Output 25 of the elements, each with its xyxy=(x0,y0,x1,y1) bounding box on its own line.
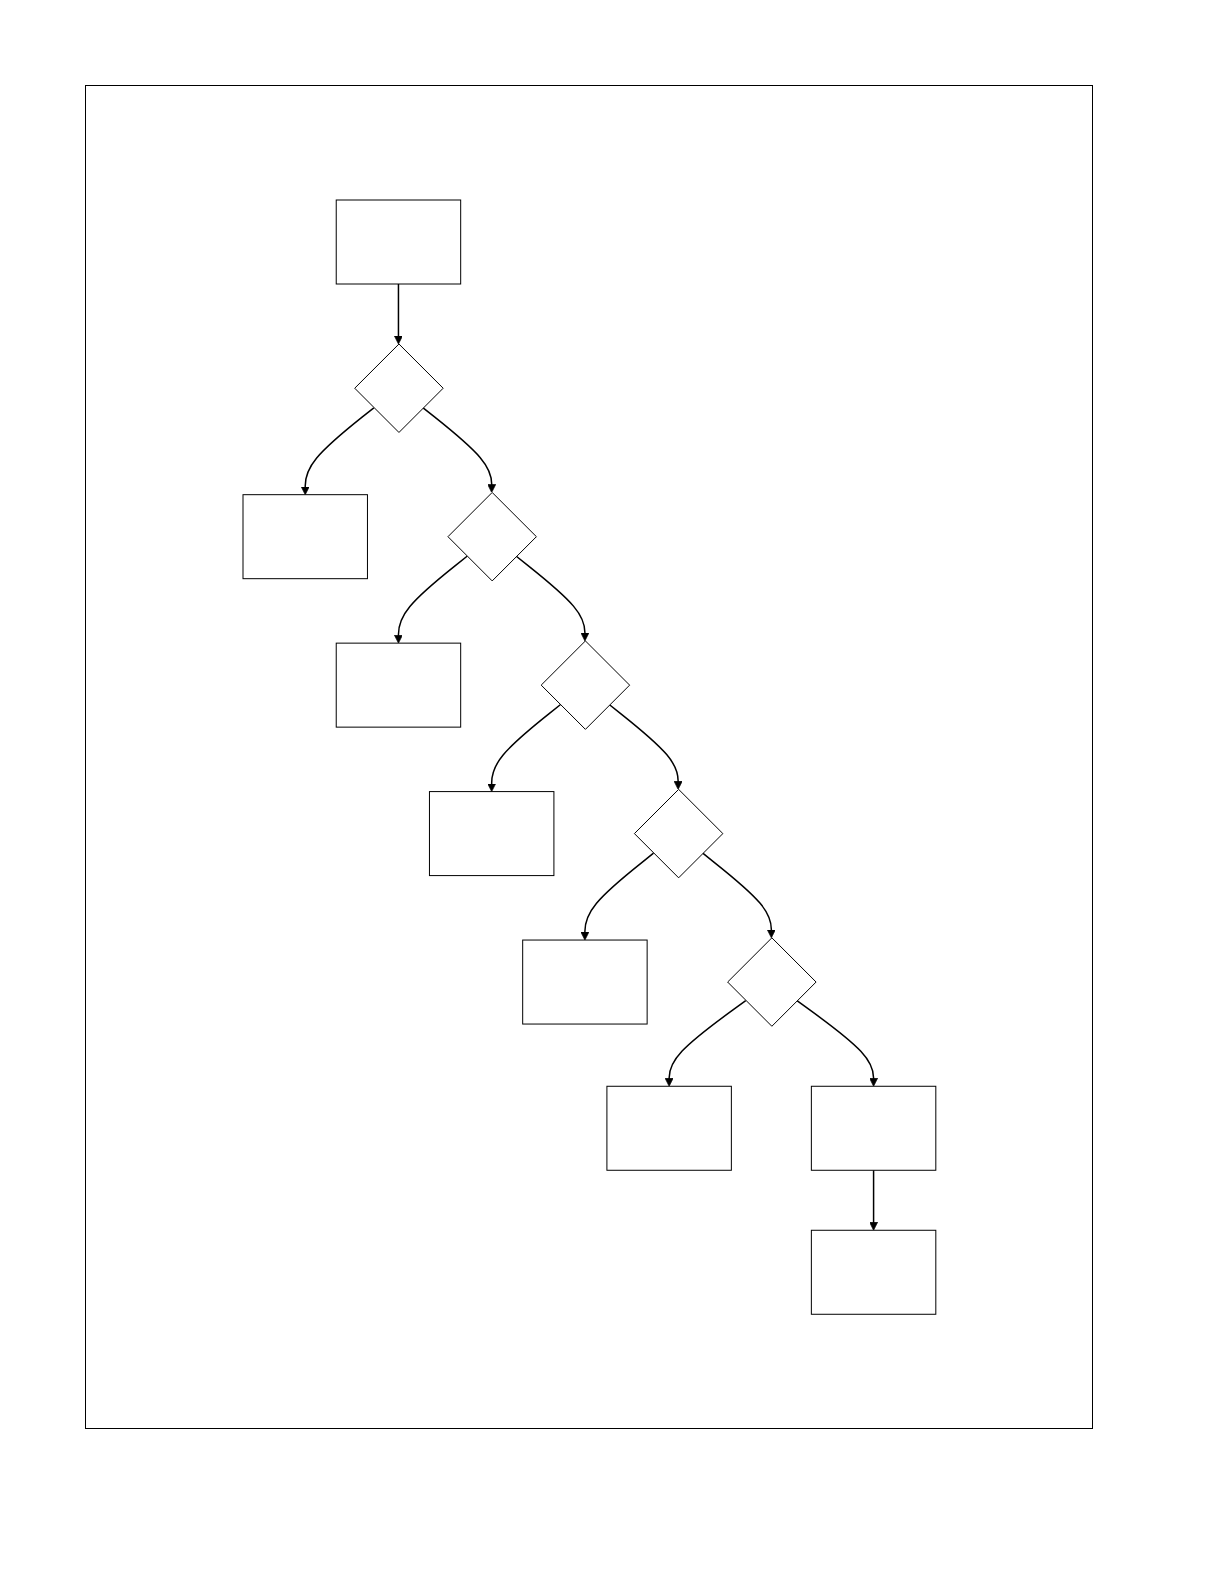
node-diamond xyxy=(540,640,630,730)
node-diamond xyxy=(633,788,723,879)
node-box xyxy=(335,642,461,728)
node-box xyxy=(242,494,368,580)
arrow xyxy=(486,703,561,792)
node-diamond xyxy=(726,937,817,1027)
arrow xyxy=(868,1169,878,1231)
arrow xyxy=(300,406,375,495)
node-diamond xyxy=(447,491,537,582)
arrow xyxy=(393,555,468,644)
node-box xyxy=(810,1229,936,1315)
node-box xyxy=(335,199,461,285)
arrow xyxy=(795,999,878,1087)
node-box xyxy=(428,790,554,876)
node-box xyxy=(810,1085,936,1171)
arrow xyxy=(608,703,683,790)
node-box xyxy=(521,939,648,1025)
arrow xyxy=(421,406,496,493)
arrow xyxy=(664,999,747,1087)
arrow xyxy=(515,555,589,642)
node-diamond xyxy=(353,343,444,433)
arrow xyxy=(393,283,403,345)
arrow xyxy=(580,852,654,941)
node-box xyxy=(606,1085,732,1171)
arrow xyxy=(701,852,776,939)
